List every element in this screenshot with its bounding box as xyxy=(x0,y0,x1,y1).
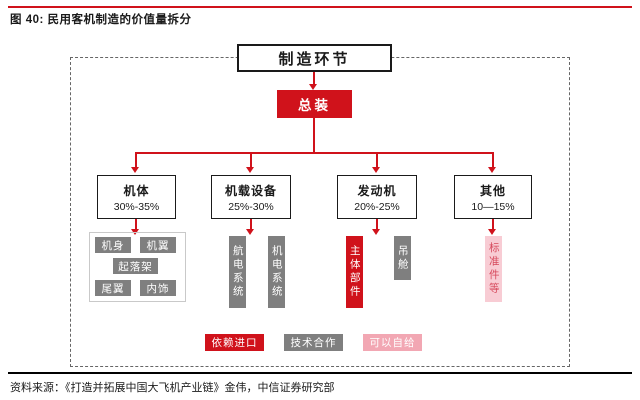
connector-line xyxy=(376,219,378,230)
part-label: 航电系统 xyxy=(231,245,244,299)
category-name: 发动机 xyxy=(357,183,397,198)
category-other: 其他 10—15% xyxy=(454,175,532,219)
part-fuselage: 机身 xyxy=(95,237,131,253)
category-name: 机体 xyxy=(123,183,150,198)
category-share: 25%-30% xyxy=(228,200,274,213)
source-note: 资料来源：《打造并拓展中国大飞机产业链》金伟，中信证券研究部 xyxy=(10,382,335,394)
root-node-final-assembly: 总装 xyxy=(277,90,352,118)
connector-line xyxy=(313,72,315,85)
header-node-label: 制造环节 xyxy=(278,50,351,68)
arrowhead-down xyxy=(131,167,139,173)
part-label: 吊舱 xyxy=(396,244,409,272)
legend-self-sufficient: 可以自给 xyxy=(363,334,422,351)
part-landing-gear: 起落架 xyxy=(113,258,158,274)
category-airframe: 机体 30%-35% xyxy=(97,175,176,219)
connector-line xyxy=(376,152,378,168)
category-name: 其他 xyxy=(479,183,506,198)
header-node-manufacturing: 制造环节 xyxy=(237,44,392,72)
part-electromechanical-system: 机电系统 xyxy=(268,236,285,308)
connector-line xyxy=(492,152,494,168)
category-airborne-equipment: 机载设备 25%-30% xyxy=(211,175,291,219)
connector-line xyxy=(492,219,494,230)
figure-title: 图 40: 民用客机制造的价值量拆分 xyxy=(10,14,192,26)
category-engine: 发动机 20%-25% xyxy=(337,175,417,219)
arrowhead-down xyxy=(309,84,317,90)
part-label: 机电系统 xyxy=(270,245,283,299)
legend-import-dependent: 依赖进口 xyxy=(205,334,264,351)
airframe-parts-frame xyxy=(89,232,186,302)
part-engine-core: 主体部件 xyxy=(346,236,363,308)
category-share: 20%-25% xyxy=(354,200,400,213)
part-label: 标准件等 xyxy=(487,242,500,296)
top-accent-rule xyxy=(8,6,632,8)
connector-line xyxy=(135,219,137,230)
part-avionics-system: 航电系统 xyxy=(229,236,246,308)
arrowhead-down xyxy=(372,229,380,235)
root-node-label: 总装 xyxy=(298,98,331,113)
connector-line xyxy=(135,152,493,154)
category-share: 30%-35% xyxy=(113,200,160,213)
legend-technical-cooperation: 技术合作 xyxy=(284,334,343,351)
part-tail: 尾翼 xyxy=(95,280,131,296)
arrowhead-down xyxy=(372,167,380,173)
arrowhead-down xyxy=(246,167,254,173)
category-share: 10—15% xyxy=(471,200,515,213)
connector-line xyxy=(250,219,252,230)
bottom-rule xyxy=(8,372,632,374)
connector-line xyxy=(250,152,252,168)
arrowhead-down xyxy=(488,229,496,235)
part-wing: 机翼 xyxy=(140,237,176,253)
connector-line xyxy=(313,118,315,152)
connector-line xyxy=(135,152,137,168)
part-interior: 内饰 xyxy=(140,280,176,296)
part-label: 主体部件 xyxy=(348,245,361,299)
part-standard-parts: 标准件等 xyxy=(485,236,502,302)
category-name: 机载设备 xyxy=(224,183,277,198)
arrowhead-down xyxy=(488,167,496,173)
part-nacelle: 吊舱 xyxy=(394,236,411,280)
arrowhead-down xyxy=(246,229,254,235)
